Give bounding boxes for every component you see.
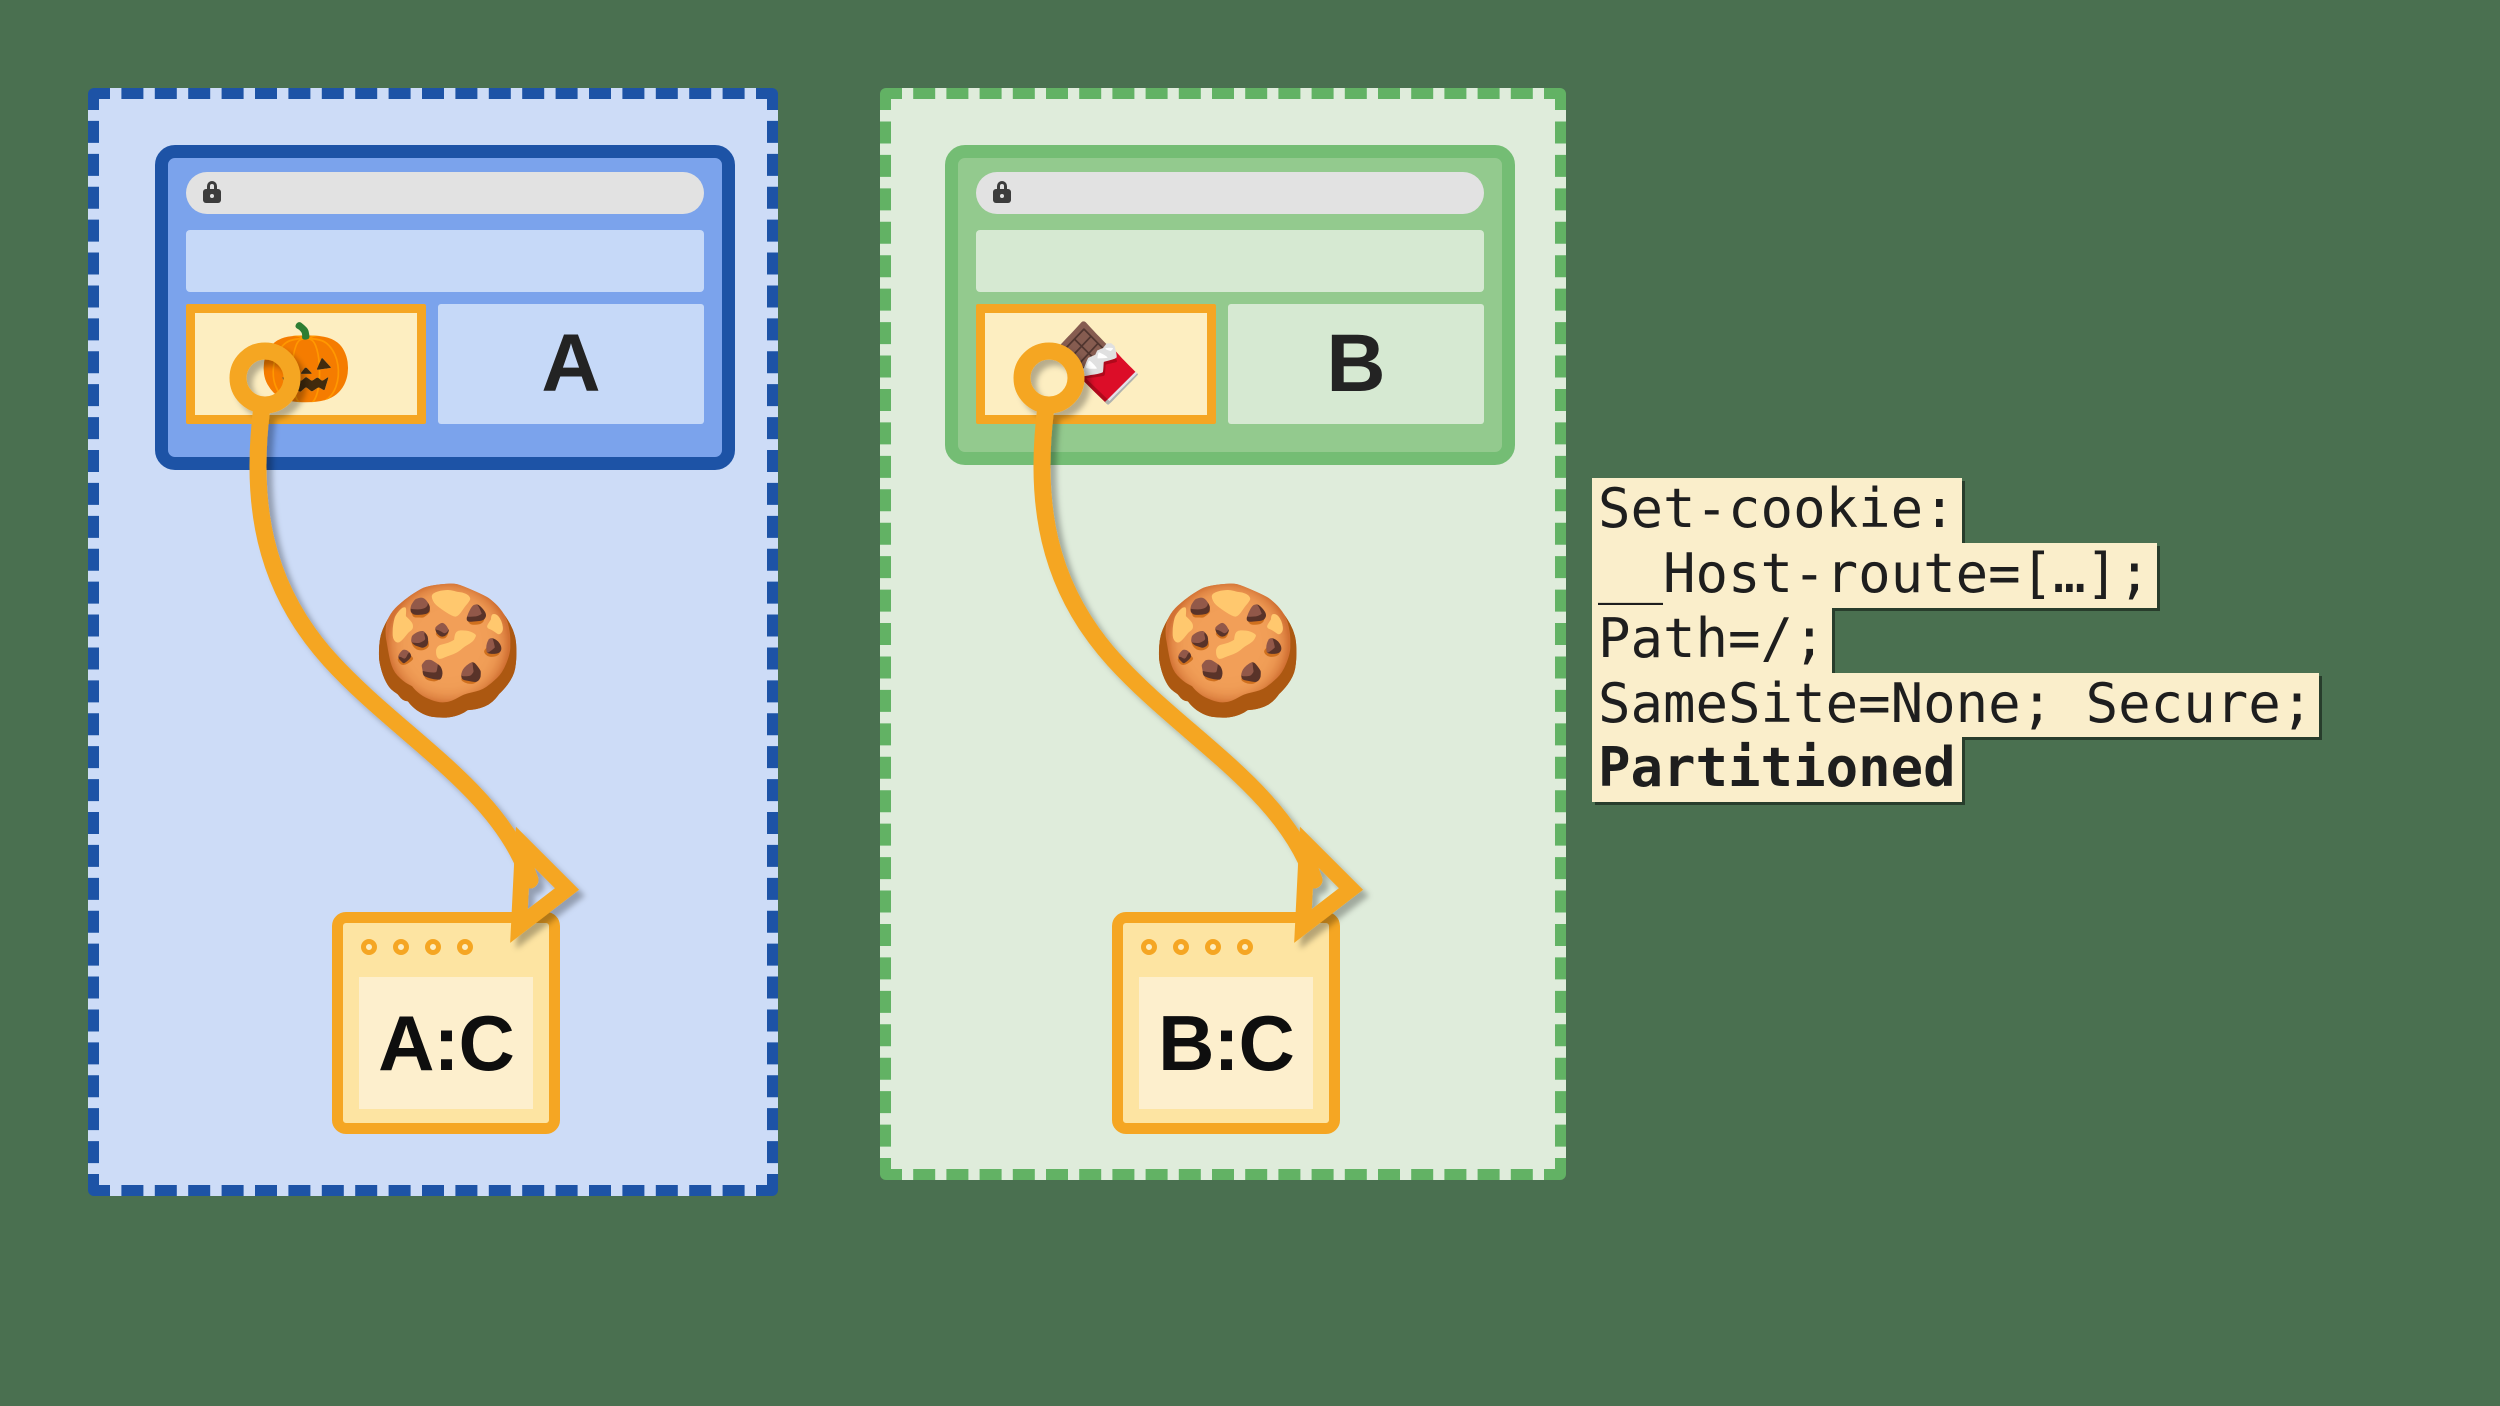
site-letter-b: B [1326, 318, 1386, 409]
address-bar-b[interactable] [976, 172, 1484, 214]
code-line: Path=/; [1592, 607, 1832, 673]
storage-label-a: A:C [378, 999, 515, 1087]
page-content-row-b: 🍫 B [976, 304, 1484, 424]
code-line: Set-cookie: [1592, 478, 1962, 543]
chocolate-bar-icon: 🍫 [1048, 321, 1144, 406]
storage-card-b: B:C [1112, 912, 1340, 1134]
storage-screen-a: A:C [359, 977, 533, 1109]
jack-o-lantern-icon: 🎃 [258, 321, 354, 406]
browser-window-b: 🍫 B [945, 145, 1515, 465]
storage-card-a: A:C [332, 912, 560, 1134]
cookie-icon-a-overlay: 🍪 [370, 581, 526, 720]
content-placeholder-bar-a [186, 230, 704, 292]
code-line: SameSite=None; Secure; [1592, 672, 2320, 738]
lock-icon [202, 181, 222, 205]
code-line-partitioned: Partitioned [1592, 737, 1962, 803]
lock-icon [992, 181, 1012, 205]
storage-label-b: B:C [1158, 999, 1295, 1087]
content-placeholder-bar-b [976, 230, 1484, 292]
page-content-row-a: 🎃 A [186, 304, 704, 424]
browser-window-a: 🎃 A [155, 145, 735, 470]
embedded-iframe-a: 🎃 [186, 304, 426, 424]
storage-screen-b: B:C [1139, 977, 1313, 1109]
code-line: __Host-route=[…]; [1592, 542, 2157, 608]
embedded-iframe-b: 🍫 [976, 304, 1216, 424]
address-bar-a[interactable] [186, 172, 704, 214]
site-area-b: B [1228, 304, 1484, 424]
site-letter-a: A [541, 318, 601, 409]
set-cookie-code-snippet: Set-cookie: __Host-route=[…]; Path=/; Sa… [1592, 478, 2320, 803]
storage-dots-a [361, 939, 473, 955]
site-area-a: A [438, 304, 704, 424]
storage-dots-b [1141, 939, 1253, 955]
cookie-icon-b-overlay: 🍪 [1150, 581, 1306, 720]
